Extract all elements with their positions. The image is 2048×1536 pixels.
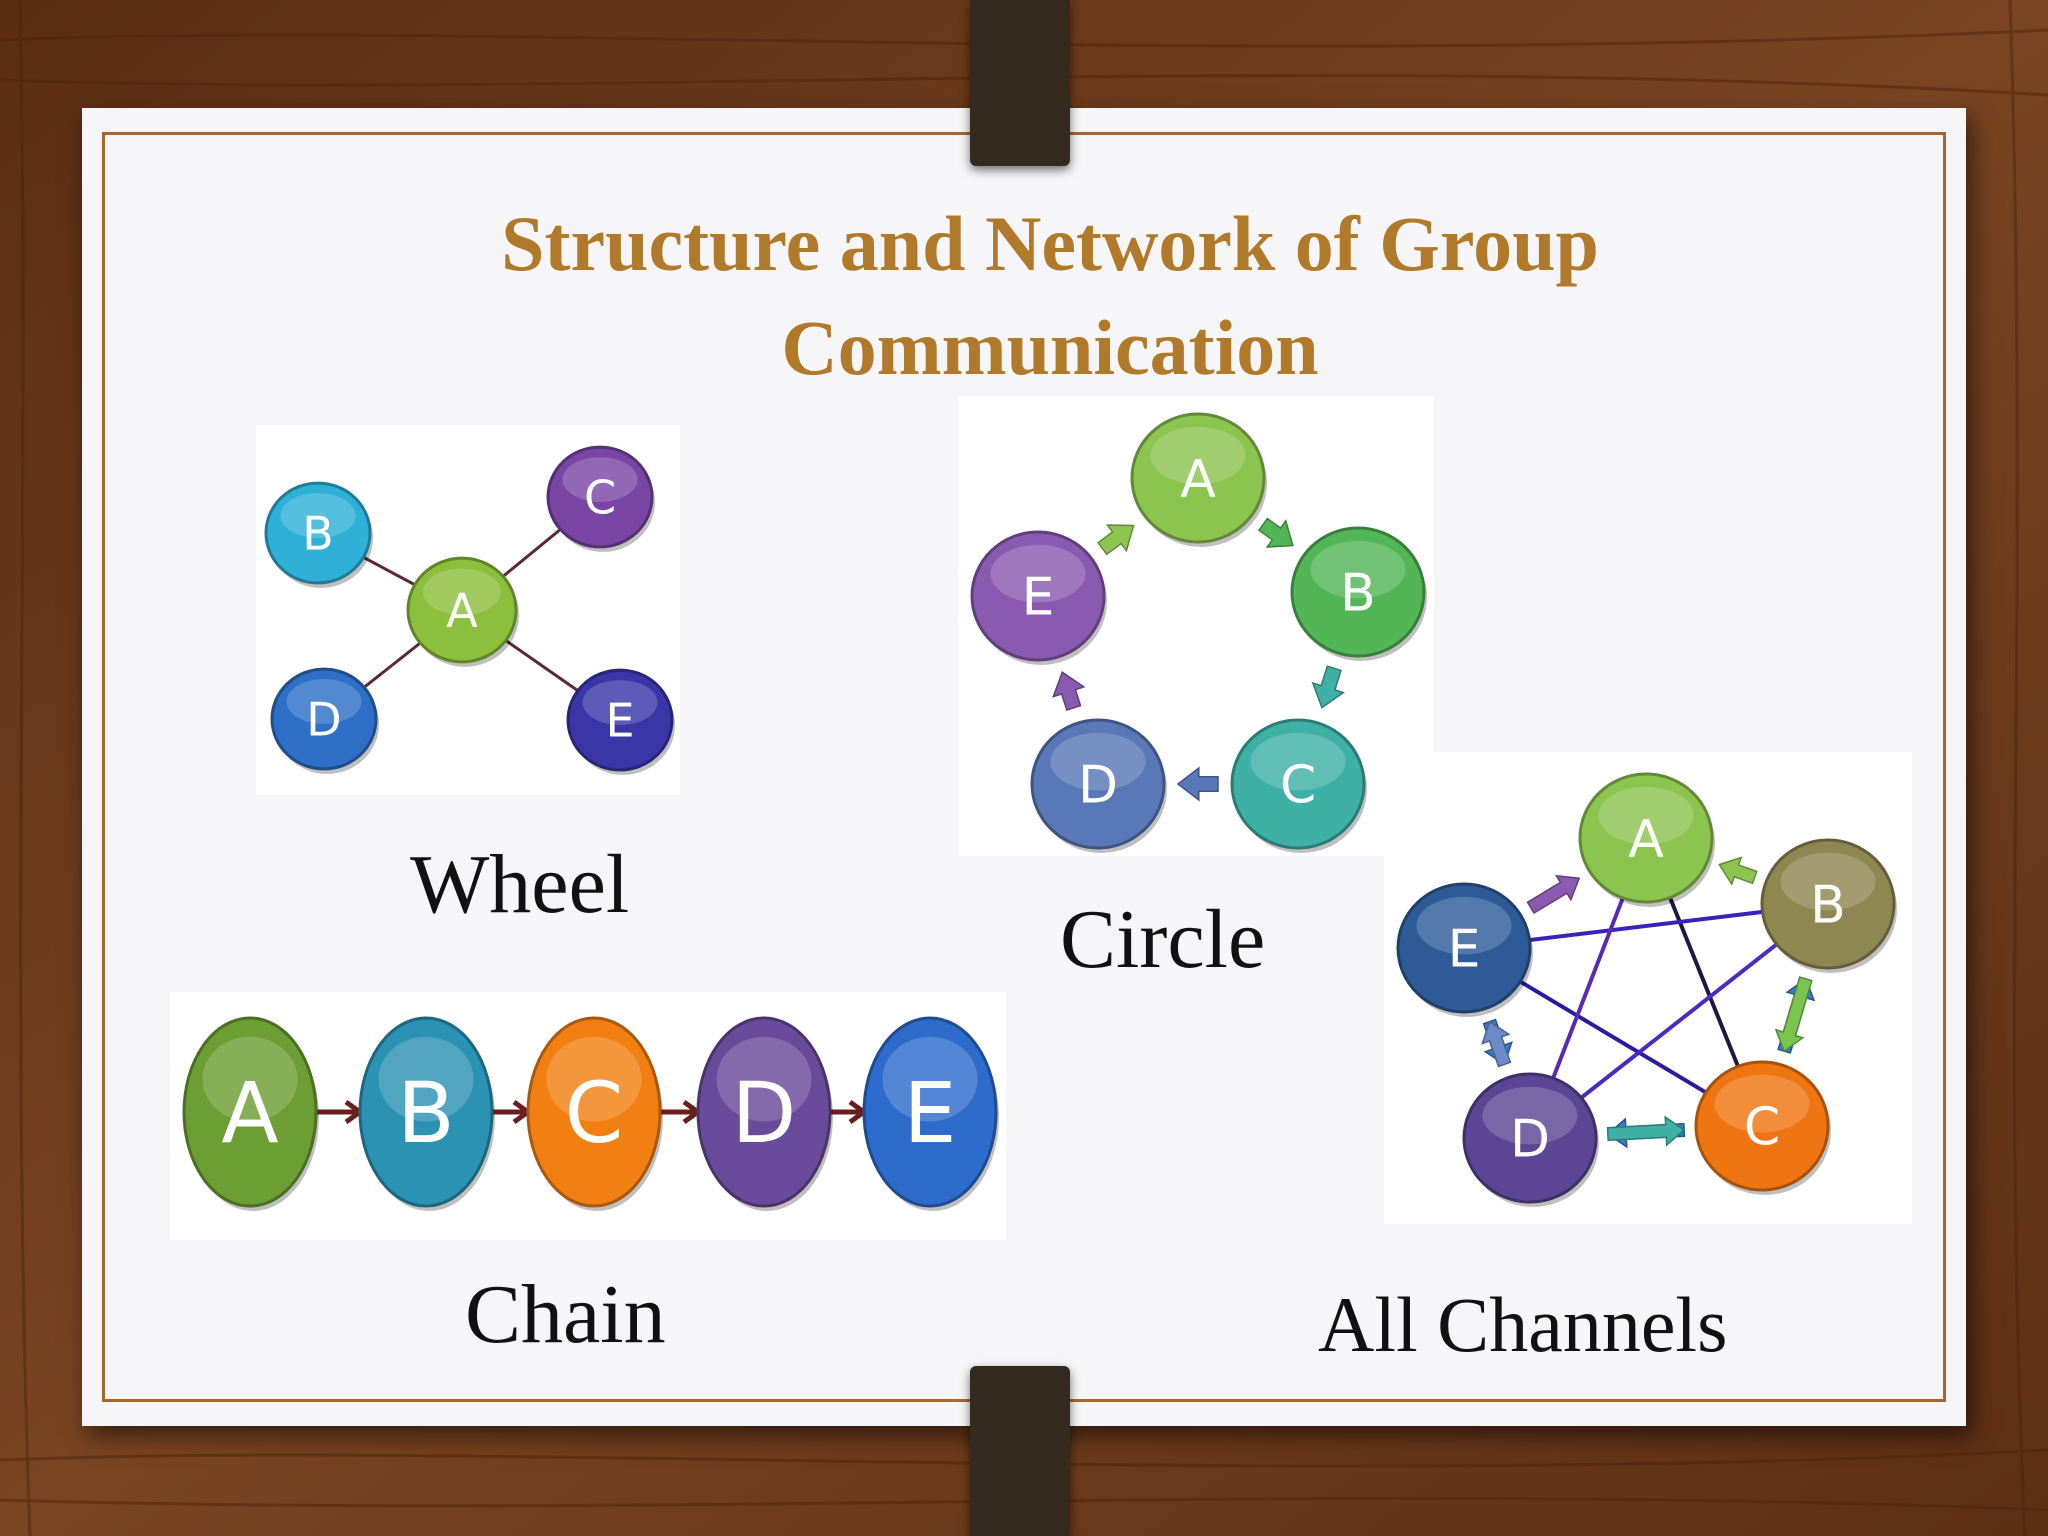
chain-node-label: A — [221, 1064, 278, 1162]
all-channels-node-a: A — [1578, 772, 1715, 907]
chain-node-label: E — [903, 1064, 956, 1162]
all-channels-node-c: C — [1694, 1060, 1831, 1195]
all-channels-arrow-e-a — [1526, 874, 1581, 915]
all-channels-node-label: D — [1510, 1110, 1550, 1170]
circle-node-c: C — [1230, 718, 1367, 853]
all-channels-caption: All Channels — [1318, 1281, 1728, 1368]
chain-arrow-d-e — [830, 1099, 869, 1125]
all-channels-node-label: A — [1628, 810, 1664, 870]
chain-arrow-c-d — [660, 1099, 703, 1125]
wheel-node-label: A — [446, 584, 478, 638]
slide-title-line-1: Structure and Network of Group — [501, 200, 1599, 287]
chain-node-d: D — [696, 1016, 833, 1211]
all-channels-diagram: A B C D E — [1384, 752, 1912, 1224]
slide-title: Structure and Network of Group Communica… — [250, 192, 1850, 400]
chain-node-label: C — [565, 1064, 624, 1162]
chain-node-b: B — [358, 1016, 495, 1211]
circle-node-label: E — [1022, 568, 1055, 628]
wheel-node-label: D — [306, 693, 341, 747]
binder-clip-top — [970, 0, 1070, 166]
circle-arrow-a-b — [1257, 517, 1294, 548]
circle-node-a: A — [1130, 412, 1267, 547]
circle-node-label: B — [1340, 564, 1376, 624]
circle-arrow-c-d — [1176, 766, 1219, 802]
circle-node-d: D — [1030, 718, 1167, 853]
circle-diagram: A B C D E — [958, 396, 1434, 856]
all-channels-node-e: E — [1396, 882, 1533, 1017]
wheel-diagram: B C A D E — [256, 425, 680, 795]
chain-arrow-b-c — [492, 1099, 533, 1125]
all-channels-arrow-b-a — [1718, 856, 1758, 886]
chain-node-a: A — [182, 1016, 319, 1211]
wheel-node-label: B — [302, 507, 334, 561]
wheel-caption: Wheel — [410, 838, 630, 931]
wheel-node-label: C — [584, 471, 616, 525]
wheel-node-d: D — [270, 667, 379, 774]
chain-node-e: E — [862, 1016, 999, 1211]
all-channels-node-b: B — [1760, 838, 1897, 973]
circle-node-label: A — [1180, 450, 1216, 510]
circle-arrow-d-e — [1052, 671, 1086, 711]
circle-arrow-e-a — [1097, 524, 1135, 556]
all-channels-node-label: E — [1448, 920, 1481, 980]
circle-node-e: E — [970, 530, 1107, 665]
wheel-node-label: E — [605, 694, 634, 748]
all-channels-arrow-d-e — [1481, 1020, 1512, 1068]
circle-node-label: C — [1280, 756, 1316, 816]
chain-node-c: C — [526, 1016, 663, 1211]
circle-node-label: D — [1078, 756, 1118, 816]
chain-arrow-a-b — [316, 1099, 365, 1125]
all-channels-node-d: D — [1462, 1072, 1599, 1207]
circle-arrow-b-c — [1311, 665, 1345, 709]
wheel-node-c: C — [546, 445, 655, 552]
chain-caption: Chain — [465, 1268, 666, 1361]
all-channels-arrow-b-c — [1774, 976, 1813, 1053]
wheel-node-b: B — [264, 481, 373, 588]
all-channels-node-label: C — [1744, 1098, 1780, 1158]
wheel-node-e: E — [566, 668, 675, 775]
wheel-node-a: A — [406, 556, 519, 667]
binder-clip-bottom — [970, 1366, 1070, 1536]
slide-title-line-2: Communication — [781, 304, 1319, 391]
chain-node-label: D — [732, 1064, 797, 1162]
all-channels-arrow-d-c — [1606, 1115, 1686, 1147]
circle-caption: Circle — [1060, 893, 1266, 986]
chain-node-label: B — [397, 1064, 455, 1162]
all-channels-node-label: B — [1810, 876, 1846, 936]
chain-diagram: A B C D E — [170, 992, 1006, 1240]
circle-node-b: B — [1290, 526, 1427, 661]
